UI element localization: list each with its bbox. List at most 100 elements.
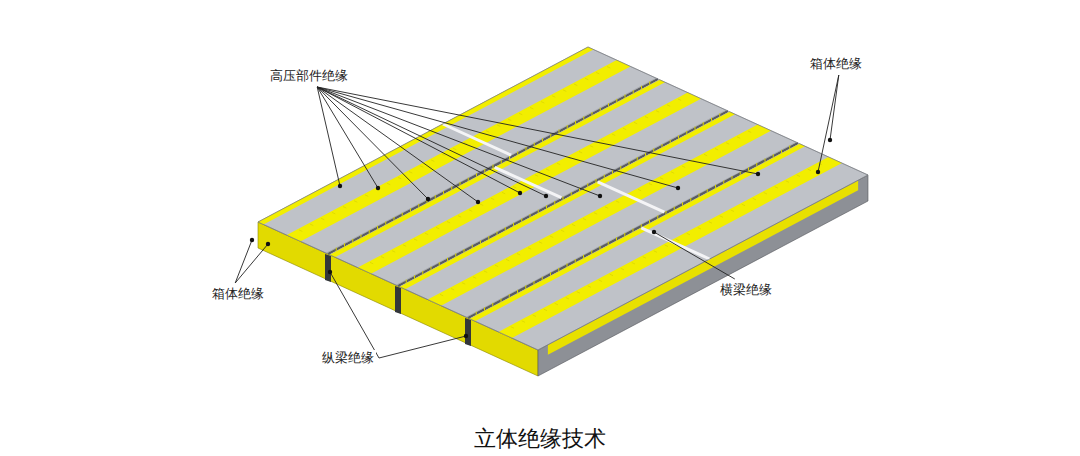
stripe-texture xyxy=(491,198,494,199)
leader-line xyxy=(317,87,758,174)
leader-dot xyxy=(544,194,548,198)
leader-line xyxy=(317,87,678,188)
stripe-texture xyxy=(392,251,395,252)
stripe-texture xyxy=(310,224,313,225)
stripe-texture xyxy=(607,67,610,68)
stripe-texture xyxy=(638,189,641,190)
transverse-beam-gap xyxy=(641,228,709,259)
stripe-texture xyxy=(321,218,324,219)
leader-dot xyxy=(376,186,380,190)
stripe-texture xyxy=(572,224,575,225)
stripe-texture xyxy=(588,286,591,287)
stripe-texture xyxy=(753,198,756,199)
leader-line xyxy=(317,87,478,202)
figure-caption: 立体绝缘技术 xyxy=(474,424,606,454)
stripe-texture xyxy=(552,96,555,97)
leader-dot xyxy=(828,138,832,142)
stripe-texture xyxy=(557,163,560,164)
stripe-texture xyxy=(365,195,368,196)
stripe-texture xyxy=(720,216,723,217)
stripe-texture xyxy=(425,233,428,234)
stripe-texture xyxy=(715,149,718,150)
stripe-texture xyxy=(550,236,553,237)
leader-line xyxy=(235,244,268,283)
stripe-texture xyxy=(522,321,525,322)
stripe-texture xyxy=(484,271,487,272)
part-label: 纵梁绝缘 xyxy=(320,350,376,366)
stripe-texture xyxy=(533,315,536,316)
stripe-texture xyxy=(451,289,454,290)
stripe-texture xyxy=(616,201,619,202)
stripe-texture xyxy=(486,131,489,132)
stripe-texture xyxy=(409,172,412,173)
stripe-texture xyxy=(577,292,580,293)
beam-gap xyxy=(395,286,401,314)
stripe-texture xyxy=(596,72,599,73)
stripe-texture xyxy=(775,187,778,188)
stripe-texture xyxy=(797,175,800,176)
stripe-texture xyxy=(495,265,498,266)
stripe-texture xyxy=(528,248,531,249)
leader-line xyxy=(654,232,735,279)
stripe-texture xyxy=(508,119,511,120)
stripe-texture xyxy=(546,169,549,170)
stripe-texture xyxy=(678,99,681,100)
stripe-texture xyxy=(656,111,659,112)
stripe-texture xyxy=(343,207,346,208)
stripe-texture xyxy=(786,181,789,182)
stripe-texture xyxy=(442,154,445,155)
stripe-texture xyxy=(566,298,569,299)
stripe-texture xyxy=(555,303,558,304)
leader-dot xyxy=(652,230,656,234)
stripe-texture xyxy=(654,251,657,252)
stripe-texture xyxy=(605,207,608,208)
stripe-texture xyxy=(431,160,434,161)
stripe-texture xyxy=(480,204,483,205)
stripe-texture xyxy=(370,262,373,263)
stripe-texture xyxy=(539,242,542,243)
stripe-texture xyxy=(473,277,476,278)
leader-dot xyxy=(598,194,602,198)
stripe-texture xyxy=(737,137,740,138)
stripe-texture xyxy=(748,131,751,132)
leader-line xyxy=(235,240,252,283)
beam-gap xyxy=(325,254,331,282)
stripe-texture xyxy=(561,230,564,231)
leader-dot xyxy=(816,170,820,174)
stripe-texture xyxy=(698,228,701,229)
stripe-texture xyxy=(687,233,690,234)
stripe-texture xyxy=(574,84,577,85)
stripe-texture xyxy=(709,222,712,223)
stripe-texture xyxy=(502,192,505,193)
stripe-texture xyxy=(665,245,668,246)
leader-dot xyxy=(338,184,342,188)
stripe-texture xyxy=(610,274,613,275)
stripe-texture xyxy=(398,177,401,178)
stripe-texture xyxy=(726,143,729,144)
stripe-texture xyxy=(541,102,544,103)
stripe-texture xyxy=(731,210,734,211)
stripe-texture xyxy=(563,90,566,91)
leader-line xyxy=(330,272,379,358)
leader-line xyxy=(317,87,340,186)
stripe-texture xyxy=(458,216,461,217)
stripe-texture xyxy=(462,283,465,284)
stripe-texture xyxy=(414,239,417,240)
beam-gap xyxy=(465,318,471,346)
stripe-texture xyxy=(623,128,626,129)
part-label: 箱体绝缘 xyxy=(808,56,864,72)
stripe-texture xyxy=(645,117,648,118)
stripe-texture xyxy=(535,175,538,176)
stripe-texture xyxy=(634,122,637,123)
stripe-texture xyxy=(403,245,406,246)
stripe-texture xyxy=(420,166,423,167)
stripe-texture xyxy=(649,184,652,185)
leader-dot xyxy=(426,197,430,201)
transverse-beam-gap xyxy=(495,167,562,197)
stripe-texture xyxy=(601,140,604,141)
stripe-texture xyxy=(612,134,615,135)
stripe-texture xyxy=(544,309,547,310)
leader-line xyxy=(317,87,600,196)
stripe-texture xyxy=(632,263,635,264)
stripe-texture xyxy=(764,193,767,194)
